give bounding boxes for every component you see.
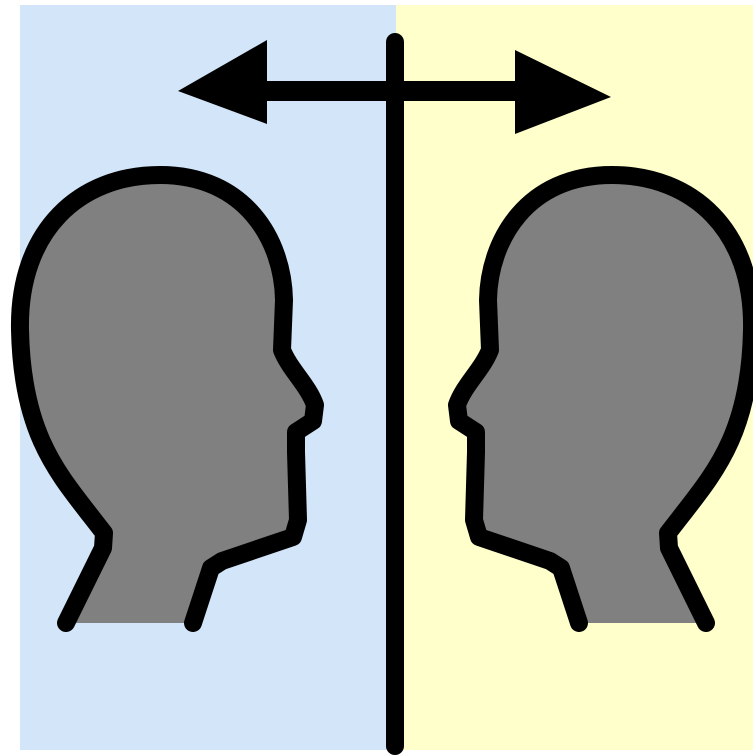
divergence-diagram <box>0 0 753 755</box>
diagram-canvas <box>0 0 753 755</box>
